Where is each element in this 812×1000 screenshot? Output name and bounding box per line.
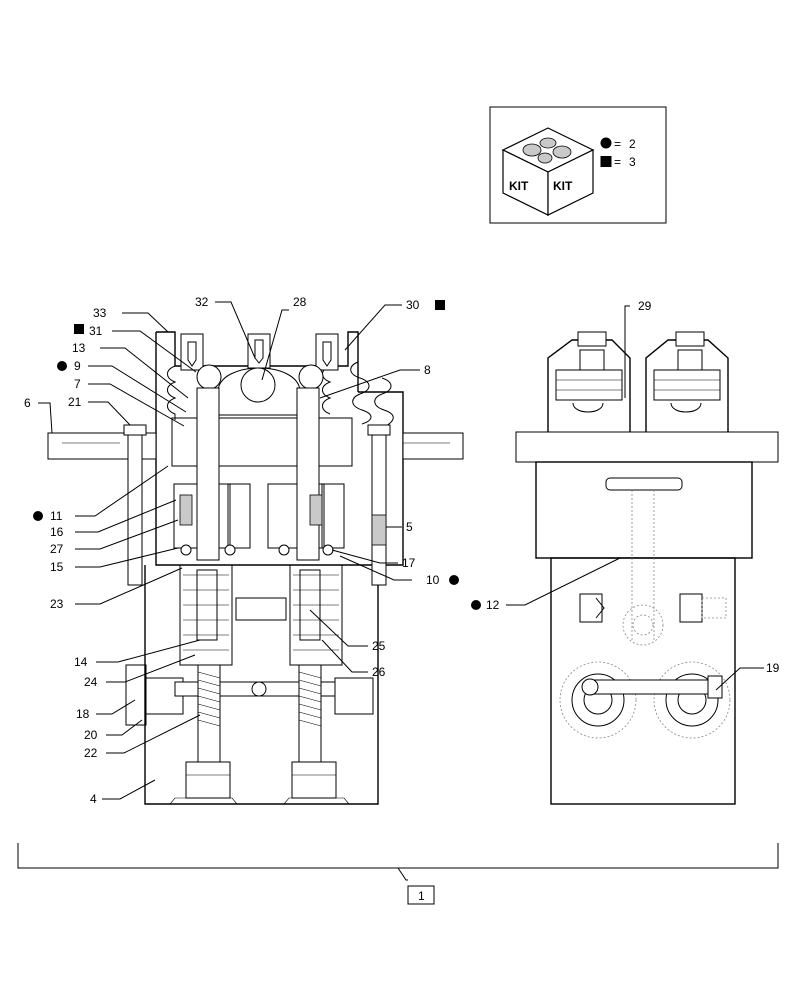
callout-23: 23 xyxy=(50,597,64,611)
callout-27: 27 xyxy=(50,542,64,556)
callout-30: 30 xyxy=(406,298,420,312)
legend-equals-1: = xyxy=(614,137,621,151)
callout-7: 7 xyxy=(74,377,81,391)
square-marker-30 xyxy=(435,300,445,310)
callout-labels: 33 31 13 9 7 6 21 11 16 27 15 23 14 24 1… xyxy=(24,295,780,905)
circle-marker-10 xyxy=(449,575,459,585)
callout-10: 10 xyxy=(426,573,440,587)
kit-box-icon: KIT KIT xyxy=(501,127,595,216)
callout-18: 18 xyxy=(76,707,90,721)
legend-square-value: 3 xyxy=(629,155,636,169)
callout-31: 31 xyxy=(89,324,103,338)
callout-17: 17 xyxy=(402,556,416,570)
callout-11: 11 xyxy=(50,509,63,523)
legend-equals-2: = xyxy=(614,155,621,169)
callout-5: 5 xyxy=(406,520,413,534)
kit-legend: KIT KIT = 2 = 3 xyxy=(489,106,667,224)
circle-symbol xyxy=(600,137,612,149)
kit-icon-label-right: KIT xyxy=(553,179,573,193)
callout-15: 15 xyxy=(50,560,64,574)
square-symbol xyxy=(600,156,612,167)
callout-24: 24 xyxy=(84,675,98,689)
callout-20: 20 xyxy=(84,728,98,742)
callout-19: 19 xyxy=(766,661,780,675)
assembly-callout-box xyxy=(407,885,435,905)
circle-marker-9 xyxy=(57,361,67,371)
kit-legend-frame xyxy=(489,106,667,224)
circle-marker-12 xyxy=(471,600,481,610)
circle-marker-11 xyxy=(33,511,43,521)
leader-lines xyxy=(17,301,779,881)
legend-circle-value: 2 xyxy=(629,137,636,151)
callout-29: 29 xyxy=(638,299,652,313)
callout-1: 1 xyxy=(418,889,425,903)
square-marker-31 xyxy=(74,324,84,334)
callout-26: 26 xyxy=(372,665,386,679)
callout-12: 12 xyxy=(486,598,500,612)
side-view xyxy=(515,331,779,805)
callout-6: 6 xyxy=(24,396,31,410)
callout-4: 4 xyxy=(90,792,97,806)
callout-21: 21 xyxy=(68,395,82,409)
callout-22: 22 xyxy=(84,746,98,760)
callout-32: 32 xyxy=(195,295,209,309)
callout-16: 16 xyxy=(50,525,64,539)
callout-25: 25 xyxy=(372,639,386,653)
sectional-view xyxy=(47,331,464,805)
callout-9: 9 xyxy=(74,359,81,373)
callout-33: 33 xyxy=(93,306,107,320)
callout-14: 14 xyxy=(74,655,88,669)
kit-markers xyxy=(33,300,481,610)
callout-28: 28 xyxy=(293,295,307,309)
callout-8: 8 xyxy=(424,363,431,377)
kit-icon-label-left: KIT xyxy=(509,179,529,193)
callout-13: 13 xyxy=(72,341,86,355)
